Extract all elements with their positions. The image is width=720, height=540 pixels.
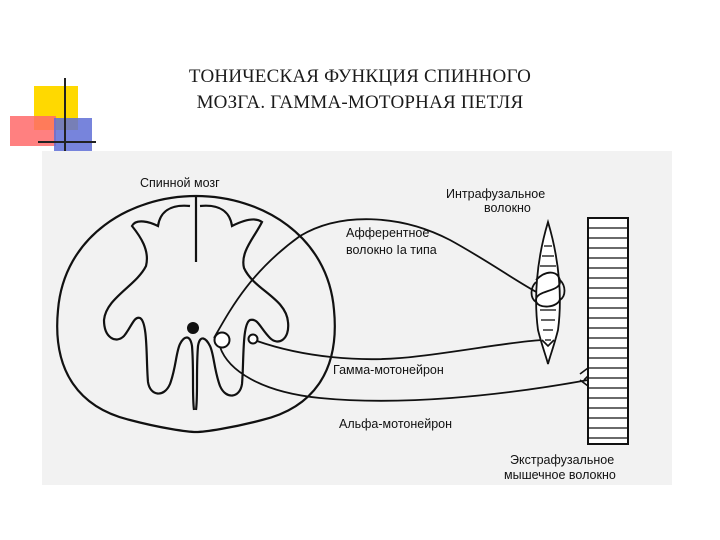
alpha-motor-axon: [219, 346, 589, 402]
intrafusal-fiber-body: [535, 218, 561, 365]
figure-panel: [42, 151, 672, 485]
title-line-2: МОЗГА. ГАММА-МОТОРНАЯ ПЕТЛЯ: [196, 92, 524, 113]
central-canal: [187, 322, 199, 334]
label-extrafusal-1: Экстрафузальное: [510, 453, 614, 467]
ornament-blue-square: [54, 118, 92, 154]
afferent-ia-fiber: [213, 218, 541, 339]
gamma-motor-axon: [256, 339, 543, 361]
label-afferent-2: волокно Ia типа: [346, 243, 437, 257]
spinal-cord-section: [56, 194, 336, 434]
label-afferent-1: Афферентное: [346, 226, 429, 240]
ornament-vertical-line: [64, 78, 66, 152]
label-intrafusal-1: Интрафузальное: [446, 187, 545, 201]
label-extrafusal-2: мышечное волокно: [504, 468, 616, 482]
grey-matter-left: [102, 204, 196, 411]
gamma-ending: [541, 339, 555, 348]
label-alpha-motoneuron: Альфа-мотонейрон: [339, 417, 452, 431]
label-gamma-motoneuron: Гамма-мотонейрон: [333, 363, 444, 377]
extrafusal-fiber-striations: [588, 227, 628, 439]
spinal-cord-outline: [56, 194, 336, 434]
slide-title: ТОНИЧЕСКАЯ ФУНКЦИЯ СПИННОГО МОЗГА. ГАММА…: [100, 64, 620, 116]
grey-matter-right: [194, 204, 290, 411]
gamma-motoneuron-soma: [247, 333, 259, 345]
corner-ornament: [0, 0, 120, 160]
label-spinal-cord: Спинной мозг: [140, 176, 220, 190]
annulospiral-ending: [530, 271, 566, 308]
ornament-horizontal-line: [38, 141, 96, 143]
label-intrafusal-2: волокно: [484, 201, 531, 215]
alpha-motoneuron-soma: [213, 331, 231, 349]
alpha-motor-ending: [579, 367, 589, 387]
title-line-1: ТОНИЧЕСКАЯ ФУНКЦИЯ СПИННОГО: [188, 66, 532, 87]
intrafusal-fiber-bands: [540, 245, 556, 341]
extrafusal-muscle-fiber: [587, 217, 629, 445]
intrafusal-fiber: [530, 218, 566, 365]
extrafusal-fiber-body: [587, 217, 629, 445]
